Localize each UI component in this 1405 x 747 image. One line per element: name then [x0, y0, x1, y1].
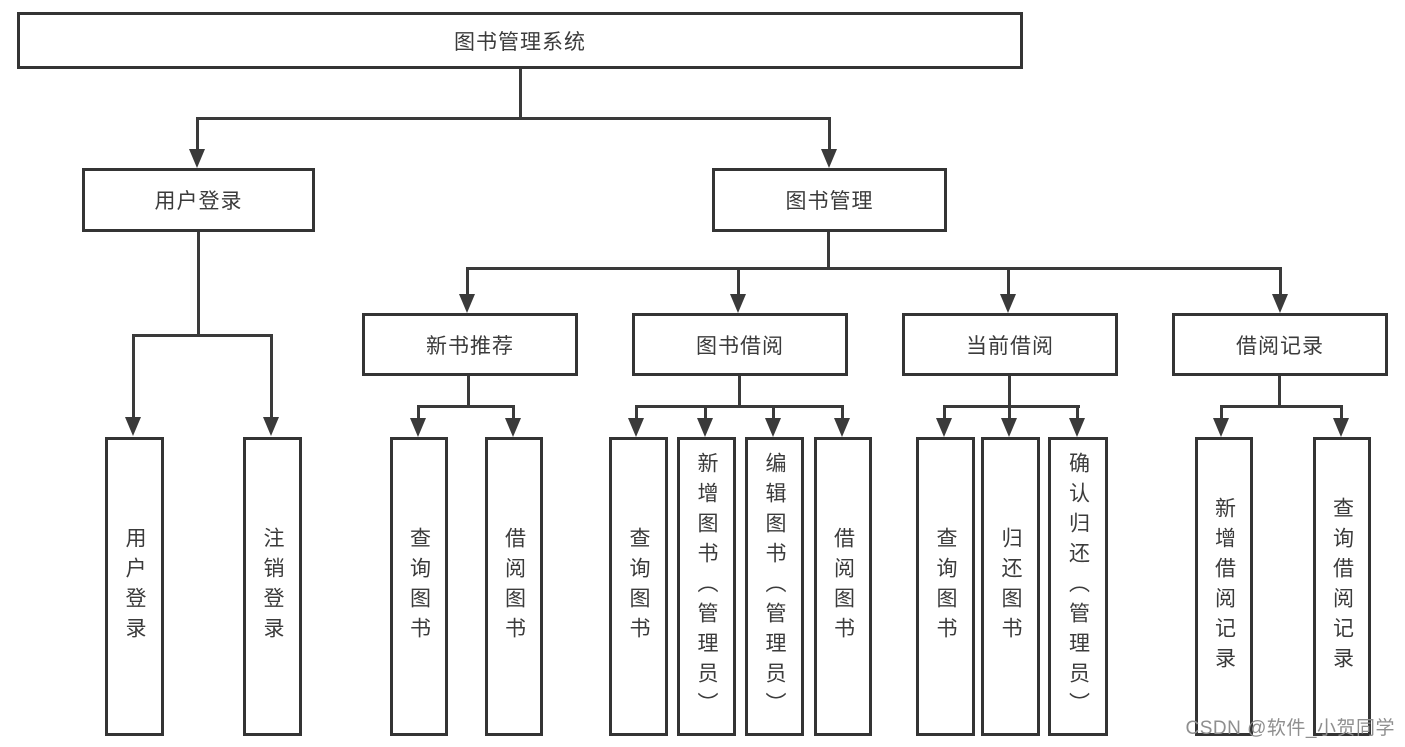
- leaf-current-confirm-return-admin: 确认归还（管理员）: [1048, 437, 1108, 736]
- arrowhead-icon: [410, 418, 426, 437]
- connector-line: [841, 405, 844, 419]
- connector-line: [635, 405, 844, 408]
- arrowhead-icon: [459, 294, 475, 313]
- leaf-records-query-record: 查询借阅记录: [1313, 437, 1371, 736]
- leaf-records-add-record: 新增借阅记录: [1195, 437, 1253, 736]
- arrowhead-icon: [834, 418, 850, 437]
- connector-line: [1340, 405, 1343, 419]
- connector-line: [1007, 267, 1010, 295]
- connector-line: [828, 117, 831, 151]
- connector-line: [1076, 405, 1079, 419]
- connector-line: [197, 232, 200, 337]
- arrowhead-icon: [697, 418, 713, 437]
- watermark-text: CSDN @软件_小贺同学: [1185, 718, 1395, 739]
- connector-line: [466, 267, 1282, 270]
- connector-line: [635, 405, 638, 419]
- connector-line: [196, 117, 199, 151]
- leaf-borrow-add-books-admin: 新增图书（管理员）: [677, 437, 736, 736]
- arrowhead-icon: [189, 149, 205, 168]
- arrowhead-icon: [1000, 294, 1016, 313]
- arrowhead-icon: [628, 418, 644, 437]
- arrowhead-icon: [1272, 294, 1288, 313]
- connector-line: [132, 334, 135, 417]
- node-new-book-recommend: 新书推荐: [362, 313, 578, 376]
- connector-line: [737, 267, 740, 295]
- connector-line: [1220, 405, 1223, 419]
- connector-line: [827, 232, 830, 270]
- connector-line: [772, 405, 775, 419]
- connector-line: [1008, 405, 1011, 419]
- arrowhead-icon: [730, 294, 746, 313]
- node-borrow-records: 借阅记录: [1172, 313, 1388, 376]
- node-root: 图书管理系统: [17, 12, 1023, 69]
- connector-line: [467, 376, 470, 408]
- arrowhead-icon: [765, 418, 781, 437]
- arrowhead-icon: [1069, 418, 1085, 437]
- arrowhead-icon: [1213, 418, 1229, 437]
- leaf-logout: 注销登录: [243, 437, 302, 736]
- connector-line: [196, 117, 831, 120]
- leaf-borrow-edit-books-admin: 编辑图书（管理员）: [745, 437, 804, 736]
- node-book-management: 图书管理: [712, 168, 947, 232]
- arrowhead-icon: [125, 417, 141, 436]
- arrowhead-icon: [1001, 418, 1017, 437]
- arrowhead-icon: [821, 149, 837, 168]
- node-user-login: 用户登录: [82, 168, 315, 232]
- connector-line: [1008, 376, 1011, 408]
- connector-line: [519, 69, 522, 118]
- arrowhead-icon: [263, 417, 279, 436]
- connector-line: [270, 334, 273, 417]
- connector-line: [1278, 376, 1281, 408]
- leaf-borrow-borrow-books: 借阅图书: [814, 437, 872, 736]
- arrowhead-icon: [936, 418, 952, 437]
- connector-line: [738, 376, 741, 408]
- connector-line: [512, 405, 515, 419]
- connector-line: [704, 405, 707, 419]
- node-book-borrow: 图书借阅: [632, 313, 848, 376]
- connector-line: [132, 334, 273, 337]
- connector-line: [417, 405, 420, 419]
- node-current-borrow: 当前借阅: [902, 313, 1118, 376]
- connector-line: [943, 405, 1080, 408]
- leaf-user-login: 用户登录: [105, 437, 164, 736]
- leaf-newbook-borrow-books: 借阅图书: [485, 437, 543, 736]
- leaf-newbook-query-books: 查询图书: [390, 437, 448, 736]
- connector-line: [417, 405, 515, 408]
- connector-line: [1220, 405, 1343, 408]
- leaf-current-return-books: 归还图书: [981, 437, 1040, 736]
- connector-line: [1279, 267, 1282, 295]
- arrowhead-icon: [505, 418, 521, 437]
- arrowhead-icon: [1333, 418, 1349, 437]
- leaf-borrow-query-books: 查询图书: [609, 437, 668, 736]
- connector-line: [943, 405, 946, 419]
- leaf-current-query-books: 查询图书: [916, 437, 975, 736]
- connector-line: [466, 267, 469, 295]
